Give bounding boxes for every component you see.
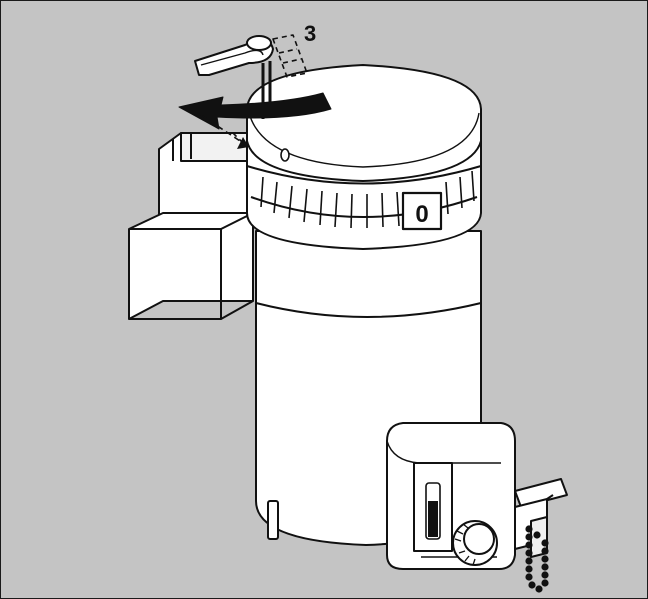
top-cap (246, 64, 482, 182)
side-bracket (514, 478, 568, 558)
dial-value: 0 (415, 201, 428, 228)
control-knob (452, 520, 498, 566)
key-ghost-position (232, 34, 308, 148)
sight-glass (413, 462, 453, 552)
mounting-block (128, 132, 254, 320)
rotate-arrow-icon (178, 92, 332, 149)
step-number: 3 (304, 21, 316, 46)
liquid-level (428, 501, 438, 537)
bead-chain (525, 525, 549, 593)
dial-window (401, 191, 443, 231)
leg (267, 500, 279, 540)
